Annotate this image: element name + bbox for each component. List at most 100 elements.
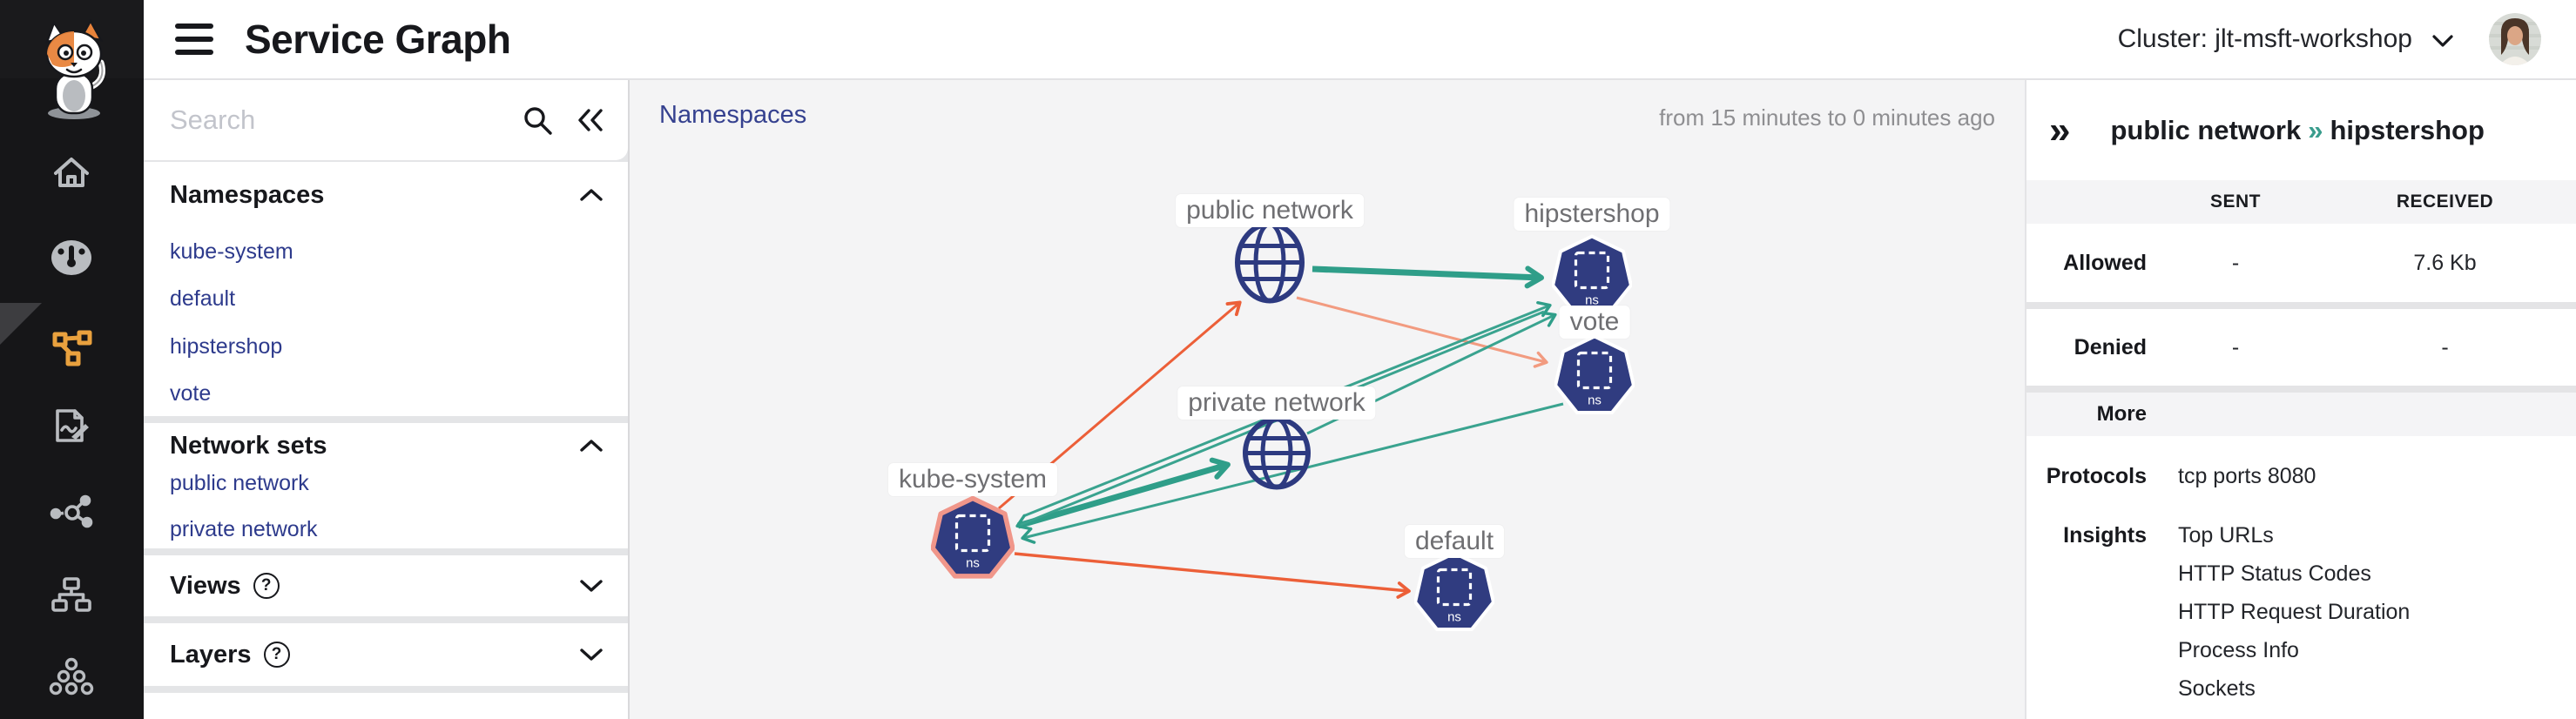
- sidebar-item-vote[interactable]: vote: [170, 381, 212, 406]
- insight-item: HTTP Request Duration: [2178, 600, 2411, 624]
- node-label-private-network[interactable]: private network: [1177, 386, 1376, 420]
- protocols-row: Protocols tcp ports 8080: [2026, 457, 2576, 495]
- insight-item: HTTP Status Codes: [2178, 561, 2371, 586]
- allowed-sent-value: -: [2231, 250, 2240, 275]
- layers-section: Layers ?: [144, 623, 628, 686]
- sidebar-item-private-network[interactable]: private network: [170, 517, 318, 541]
- row-label: Denied: [2074, 334, 2147, 360]
- node-private-network[interactable]: [1241, 416, 1312, 495]
- app-header: Service Graph Cluster: jlt-msft-workshop: [144, 0, 2576, 80]
- sidebar-item-hipstershop[interactable]: hipstershop: [170, 334, 283, 359]
- insight-item: Process Info: [2178, 638, 2299, 662]
- collapse-sidebar-icon[interactable]: [576, 108, 605, 132]
- views-help-icon[interactable]: ?: [253, 573, 280, 599]
- breadcrumb-separator-icon: »: [2308, 114, 2323, 145]
- denied-received-value: -: [2441, 334, 2449, 360]
- layers-section-header[interactable]: Layers ?: [144, 623, 628, 686]
- page-title: Service Graph: [245, 17, 511, 62]
- left-icon-rail: [0, 0, 144, 719]
- network-sets-section-header[interactable]: Network sets: [144, 423, 628, 468]
- traffic-table-header: SENT RECEIVED: [2026, 180, 2576, 224]
- breadcrumb: public network » hipstershop: [2110, 115, 2484, 146]
- node-kube-system-highlighted[interactable]: ns: [930, 495, 1015, 591]
- protocols-value: tcp ports 8080: [2178, 464, 2316, 488]
- more-section-header: More: [2026, 393, 2576, 436]
- views-section-header[interactable]: Views ?: [144, 555, 628, 616]
- insight-item: Sockets: [2178, 676, 2256, 701]
- hierarchy-icon[interactable]: [49, 573, 94, 618]
- edge-details-panel: » public network » hipstershop SENT RECE…: [2025, 80, 2576, 719]
- chevron-down-icon: [580, 648, 603, 661]
- node-label-hipstershop[interactable]: hipstershop: [1514, 198, 1670, 231]
- namespaces-section-header[interactable]: Namespaces: [144, 169, 628, 221]
- sidebar-item-kube-system[interactable]: kube-system: [170, 239, 293, 264]
- insights-row: Insights Top URLs HTTP Status Codes HTTP…: [2026, 516, 2576, 708]
- sidebar-filler: [144, 693, 628, 719]
- sidebar-item-public-network[interactable]: public network: [170, 471, 309, 495]
- cluster-label: Cluster: jlt-msft-workshop: [2117, 24, 2412, 53]
- table-row-allowed: Allowed - 7.6 Kb: [2026, 224, 2576, 302]
- svg-text:ns: ns: [1588, 393, 1602, 408]
- insights-label: Insights: [2063, 523, 2147, 548]
- chevron-down-icon: [2432, 35, 2453, 47]
- network-sets-section: Network sets public network private netw…: [144, 423, 628, 548]
- node-hipstershop[interactable]: ns: [1551, 234, 1633, 326]
- node-label-public-network[interactable]: public network: [1176, 194, 1364, 227]
- row-divider: [2026, 302, 2576, 309]
- cluster-resources-icon[interactable]: [49, 655, 94, 700]
- network-flows-icon[interactable]: [49, 489, 94, 534]
- node-label-vote[interactable]: vote: [1559, 306, 1630, 339]
- breadcrumb-target: hipstershop: [2330, 114, 2485, 145]
- protocols-label: Protocols: [2046, 464, 2147, 488]
- breadcrumb-source: public network: [2110, 114, 2302, 145]
- section-title: Namespaces: [170, 180, 325, 209]
- node-label-kube-system[interactable]: kube-system: [887, 463, 1058, 496]
- service-graph-icon-active[interactable]: [49, 326, 94, 371]
- column-received: RECEIVED: [2396, 192, 2494, 212]
- search-input[interactable]: [170, 104, 522, 136]
- edge-public-network-hipstershop[interactable]: [1312, 265, 1544, 289]
- canvas-view-label: Namespaces: [659, 101, 807, 129]
- table-row-denied: Denied - -: [2026, 309, 2576, 386]
- dashboard-gauge-icon[interactable]: [49, 235, 94, 280]
- chevron-up-icon: [580, 189, 603, 201]
- insight-item: Top URLs: [2178, 523, 2274, 548]
- reports-icon[interactable]: [49, 404, 94, 449]
- home-icon[interactable]: [49, 150, 94, 195]
- node-vote[interactable]: ns: [1554, 334, 1635, 427]
- node-public-network[interactable]: [1232, 220, 1307, 310]
- edge-public-network-vote[interactable]: [1296, 296, 1548, 368]
- sidebar-item-default[interactable]: default: [170, 286, 236, 311]
- search-icon[interactable]: [522, 104, 553, 136]
- section-title: Network sets: [170, 431, 327, 460]
- column-sent: SENT: [2209, 192, 2261, 212]
- logo-box: [0, 0, 144, 119]
- collapse-panel-icon[interactable]: »: [2049, 108, 2071, 151]
- service-graph-canvas[interactable]: Namespaces from 15 minutes to 0 minutes …: [630, 80, 2025, 719]
- section-title: Views: [170, 571, 241, 600]
- edge-vote-kube-system[interactable]: [1021, 402, 1564, 544]
- node-label-default[interactable]: default: [1404, 525, 1505, 558]
- section-divider: [2026, 386, 2576, 393]
- time-range-label: from 15 minutes to 0 minutes ago: [1659, 104, 1995, 131]
- edge-kube-system-private-network[interactable]: [1017, 457, 1231, 529]
- node-default[interactable]: ns: [1413, 551, 1495, 643]
- cluster-selector[interactable]: Cluster: jlt-msft-workshop: [2118, 24, 2454, 54]
- row-label: Allowed: [2063, 250, 2147, 275]
- svg-text:ns: ns: [1447, 610, 1461, 625]
- user-avatar[interactable]: [2489, 13, 2541, 65]
- filter-sidebar: Namespaces kube-system default hipstersh…: [144, 80, 630, 719]
- details-panel-header: » public network » hipstershop: [2026, 80, 2576, 180]
- hamburger-menu-icon[interactable]: [175, 24, 213, 55]
- allowed-received-value: 7.6 Kb: [2413, 250, 2477, 275]
- edge-kube-system-default[interactable]: [1014, 552, 1411, 599]
- layers-help-icon[interactable]: ?: [263, 642, 290, 668]
- views-section: Views ?: [144, 555, 628, 616]
- active-fold-notch: [0, 303, 42, 345]
- namespaces-section: Namespaces kube-system default hipstersh…: [144, 162, 628, 416]
- insights-list: Top URLs HTTP Status Codes HTTP Request …: [2157, 516, 2410, 708]
- denied-sent-value: -: [2231, 334, 2240, 360]
- graph-edges: [998, 265, 1564, 599]
- svg-text:ns: ns: [1585, 293, 1599, 308]
